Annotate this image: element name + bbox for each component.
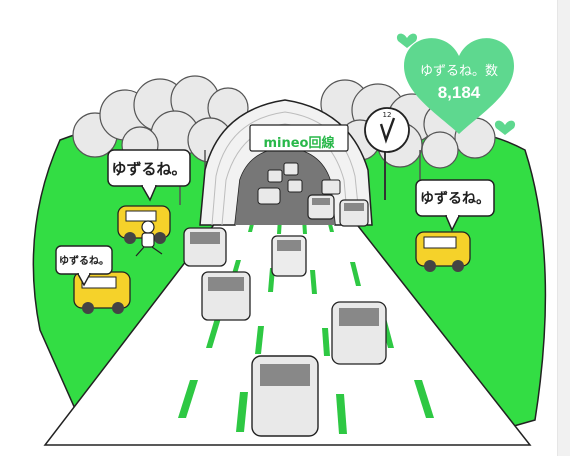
speech-bubble-text: ゆずるね。 <box>420 191 490 207</box>
speech-bubble-text: ゆずるね。 <box>111 160 187 178</box>
speech-bubble <box>107 149 191 202</box>
small-heart-icon <box>396 33 418 48</box>
car <box>307 194 335 220</box>
clock-hands <box>379 117 396 144</box>
small-heart-icon <box>494 120 516 135</box>
car <box>251 355 319 437</box>
car <box>183 227 227 267</box>
counter-label: ゆずるね。数 <box>419 64 498 79</box>
yellow-car <box>117 205 171 244</box>
car <box>339 199 369 227</box>
tree-line <box>72 75 496 169</box>
vertical-scrollbar[interactable] <box>557 0 570 456</box>
lane-markings <box>178 176 434 434</box>
counter-text: ゆずるね。数 8,184 <box>398 60 520 103</box>
tunnel-cars <box>257 162 341 205</box>
tunnel-sign-label: mineo回線 <box>263 136 335 151</box>
clock-face <box>364 107 410 153</box>
car <box>271 235 307 277</box>
yuzurune-counter-heart[interactable]: ゆずるね。数 8,184 <box>398 26 520 138</box>
yellow-car <box>415 231 471 272</box>
speech-bubble <box>415 179 495 232</box>
counter-value: 8,184 <box>437 83 481 102</box>
sitting-person <box>135 220 163 257</box>
car <box>201 271 251 321</box>
heart-icon <box>404 38 514 134</box>
speech-bubble-text: ゆずるね。 <box>59 256 109 267</box>
tunnel-rings <box>211 111 361 226</box>
car <box>331 301 387 365</box>
speech-bubble <box>55 245 113 287</box>
tunnel-sign-board <box>249 124 349 152</box>
clock-number: 12 <box>383 111 392 119</box>
